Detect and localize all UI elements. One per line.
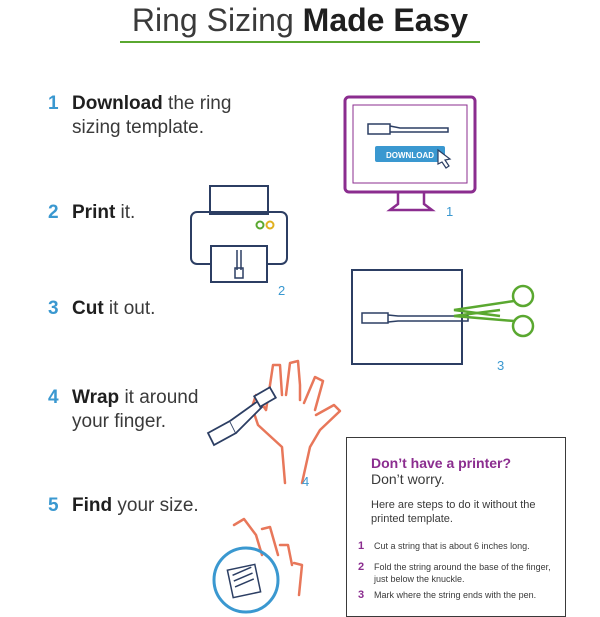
step-bold: Print	[72, 202, 116, 223]
no-printer-step-number: 2	[358, 561, 365, 573]
step-text-cont: your finger.	[72, 411, 166, 432]
step-bold: Wrap	[72, 387, 120, 408]
printer-icon	[190, 185, 288, 283]
hand-measure-icon	[212, 517, 304, 614]
ring-sizer-icon	[367, 123, 449, 135]
figure-number-2: 2	[278, 283, 286, 298]
step-text: it out.	[103, 298, 156, 319]
ring-sizer-icon	[206, 386, 278, 447]
figure-number-1: 1	[446, 204, 454, 219]
step-text: your size.	[112, 495, 199, 516]
no-printer-intro: Here are steps to do it without the prin…	[371, 499, 536, 525]
no-printer-step-2: 2 Fold the string around the base of the …	[358, 561, 558, 585]
no-printer-step-3: 3 Mark where the string ends with the pen…	[358, 589, 558, 601]
no-printer-step-number: 1	[358, 540, 365, 552]
cursor-icon	[437, 148, 452, 169]
title-light: Ring Sizing	[131, 2, 303, 38]
no-printer-step-1: 1 Cut a string that is about 6 inches lon…	[358, 540, 558, 552]
step-3: 3 Cut it out.	[48, 297, 155, 321]
no-printer-step-text: Cut a string that is about 6 inches long…	[374, 541, 530, 551]
step-1: 1 Download the ring sizing template.	[48, 92, 231, 140]
ring-sizer-icon	[226, 563, 262, 599]
no-printer-step-number: 3	[358, 589, 365, 601]
step-bold: Find	[72, 495, 113, 516]
title-underline	[120, 41, 480, 43]
scissors-icon	[453, 284, 535, 338]
no-printer-heading: Don’t have a printer?	[371, 455, 512, 471]
step-bold: Download	[72, 93, 163, 114]
step-number: 2	[48, 202, 59, 223]
step-text: it around	[119, 387, 199, 408]
figure-number-3: 3	[497, 358, 505, 373]
step-2: 2 Print it.	[48, 201, 135, 225]
step-number: 4	[48, 387, 59, 408]
hand-wrap-icon	[206, 359, 342, 485]
page-title: Ring Sizing Made Easy	[0, 2, 600, 39]
step-bold: Cut	[72, 298, 104, 319]
figure-number-4: 4	[302, 474, 310, 489]
download-button[interactable]	[375, 146, 445, 162]
step-number: 3	[48, 298, 59, 319]
computer-icon: DOWNLOAD	[343, 95, 477, 212]
no-printer-step-text: Fold the string around the base of the f…	[374, 562, 551, 584]
download-button-label: DOWNLOAD	[386, 151, 434, 160]
step-text-cont: sizing template.	[72, 117, 205, 138]
step-5: 5 Find your size.	[48, 494, 199, 518]
step-number: 5	[48, 495, 59, 516]
ring-sizer-icon	[361, 312, 469, 324]
no-printer-subheading: Don’t worry.	[371, 471, 445, 487]
cut-out-frame	[351, 269, 535, 365]
step-text: the ring	[162, 93, 232, 114]
step-text: it.	[115, 202, 136, 223]
step-4: 4 Wrap it around your finger.	[48, 386, 198, 434]
step-number: 1	[48, 93, 59, 114]
title-bold: Made Easy	[302, 2, 469, 38]
no-printer-step-text: Mark where the string ends with the pen.	[374, 590, 537, 600]
